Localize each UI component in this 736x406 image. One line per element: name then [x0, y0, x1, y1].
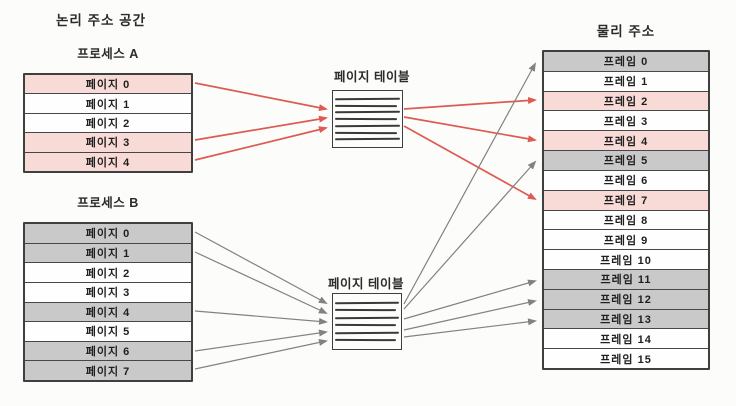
- physical-address-title: 물리 주소: [596, 24, 656, 39]
- page-table-entry-line: [334, 339, 397, 342]
- gray-mapping-arrow: [403, 160, 537, 310]
- row-label: 페이지 4: [85, 306, 131, 319]
- row-label: 프레임 3: [603, 115, 649, 128]
- row-label: 프레임 11: [600, 274, 652, 287]
- row-label: 프레임 13: [600, 313, 652, 326]
- gray-mapping-arrow: [194, 339, 328, 370]
- table-row: 프레임 0: [544, 52, 708, 71]
- gray-mapping-arrow: [403, 299, 537, 331]
- row-label: 페이지 3: [85, 287, 131, 300]
- process-b-title: 프로세스 B: [77, 196, 139, 210]
- page-table-entry-line: [334, 138, 401, 141]
- red-mapping-arrow: [403, 125, 537, 200]
- row-label: 프레임 4: [603, 135, 649, 148]
- gray-mapping-arrow: [194, 329, 328, 352]
- table-row: 프레임 15: [544, 348, 708, 368]
- process-b-table: 페이지 0 페이지 1 페이지 2 페이지 3 페이지 4 페이지 5 페이지 6 페이지 7: [23, 222, 193, 382]
- page-table-entry-line: [334, 131, 398, 134]
- table-row: 페이지 6: [25, 340, 191, 361]
- gray-mapping-arrow: [194, 251, 328, 314]
- row-label: 페이지 2: [85, 267, 131, 280]
- table-row: 페이지 1: [25, 242, 191, 263]
- row-label: 프레임 12: [600, 294, 652, 307]
- row-label: 프레임 5: [603, 155, 649, 168]
- row-label: 페이지 4: [85, 156, 131, 169]
- red-mapping-arrow: [194, 126, 328, 161]
- gray-mapping-arrow: [194, 310, 328, 325]
- table-row: 프레임 1: [544, 70, 708, 91]
- table-row: 페이지 5: [25, 321, 191, 341]
- process-a-title: 프로세스 A: [77, 47, 139, 61]
- table-row: 프레임 2: [544, 90, 708, 111]
- physical-memory-table: 프레임 0 프레임 1 프레임 2 프레임 3 프레임 4 프레임 5 프레임 6 프레임 7…: [542, 50, 710, 370]
- page-table-entry-line: [334, 111, 401, 114]
- table-row: 페이지 1: [25, 93, 191, 113]
- table-row: 프레임 12: [544, 288, 708, 309]
- page-table-entry-line: [334, 309, 397, 312]
- row-label: 페이지 6: [85, 346, 131, 359]
- table-row: 페이지 4: [25, 151, 191, 172]
- page-table-bottom-title: 페이지 테이블: [328, 277, 404, 291]
- gray-mapping-arrow: [194, 231, 328, 304]
- row-label: 프레임 7: [603, 195, 649, 208]
- page-table-entry-line: [334, 331, 400, 334]
- page-table-top: [332, 90, 403, 148]
- row-label: 프레임 14: [600, 333, 652, 346]
- row-label: 프레임 1: [603, 76, 649, 89]
- table-row: 페이지 2: [25, 262, 191, 282]
- table-row: 프레임 8: [544, 209, 708, 230]
- page-table-entry-line: [334, 324, 397, 327]
- row-label: 프레임 10: [600, 254, 652, 267]
- process-a-table: 페이지 0 페이지 1 페이지 2 페이지 3 페이지 4: [23, 73, 193, 173]
- table-row: 프레임 14: [544, 328, 708, 349]
- row-label: 페이지 1: [85, 247, 131, 260]
- row-label: 프레임 8: [603, 214, 649, 227]
- page-table-bottom: [332, 293, 402, 350]
- gray-mapping-arrow: [403, 279, 537, 320]
- gray-mapping-arrow: [403, 318, 537, 338]
- page-table-top-title: 페이지 테이블: [334, 70, 410, 84]
- table-row: 페이지 3: [25, 281, 191, 302]
- red-mapping-arrow: [403, 116, 537, 143]
- table-row: 프레임 3: [544, 110, 708, 131]
- page-table-entry-line: [334, 124, 401, 127]
- page-table-entry-line: [334, 104, 398, 107]
- table-row: 프레임 13: [544, 308, 708, 329]
- table-row: 프레임 4: [544, 130, 708, 151]
- row-label: 페이지 1: [85, 98, 131, 111]
- red-mapping-arrow: [403, 96, 537, 110]
- red-mapping-arrow: [194, 115, 328, 141]
- table-row: 페이지 7: [25, 360, 191, 380]
- gray-mapping-arrow: [403, 62, 536, 305]
- page-table-entry-line: [334, 97, 401, 100]
- row-label: 페이지 0: [85, 228, 131, 241]
- table-row: 페이지 4: [25, 301, 191, 322]
- row-label: 페이지 2: [85, 118, 131, 131]
- table-row: 프레임 7: [544, 189, 708, 210]
- table-row: 페이지 0: [25, 75, 191, 94]
- page-table-entry-line: [334, 316, 400, 319]
- table-row: 프레임 9: [544, 229, 708, 250]
- page-table-entry-line: [334, 301, 400, 304]
- red-mapping-arrow: [194, 82, 328, 112]
- table-row: 프레임 6: [544, 169, 708, 190]
- table-row: 페이지 0: [25, 224, 191, 243]
- row-label: 프레임 9: [603, 234, 649, 247]
- row-label: 프레임 0: [603, 56, 649, 69]
- table-row: 프레임 11: [544, 268, 708, 289]
- row-label: 프레임 15: [600, 353, 652, 366]
- table-row: 프레임 10: [544, 249, 708, 269]
- logical-address-space-title: 논리 주소 공간: [55, 13, 147, 28]
- row-label: 페이지 5: [85, 326, 131, 339]
- row-label: 프레임 6: [603, 175, 649, 188]
- row-label: 프레임 2: [603, 96, 649, 109]
- table-row: 페이지 3: [25, 132, 191, 152]
- row-label: 페이지 7: [85, 365, 131, 378]
- table-row: 프레임 5: [544, 150, 708, 170]
- table-row: 페이지 2: [25, 112, 191, 133]
- row-label: 페이지 3: [85, 137, 131, 150]
- row-label: 페이지 0: [85, 79, 131, 92]
- page-table-entry-line: [334, 117, 398, 121]
